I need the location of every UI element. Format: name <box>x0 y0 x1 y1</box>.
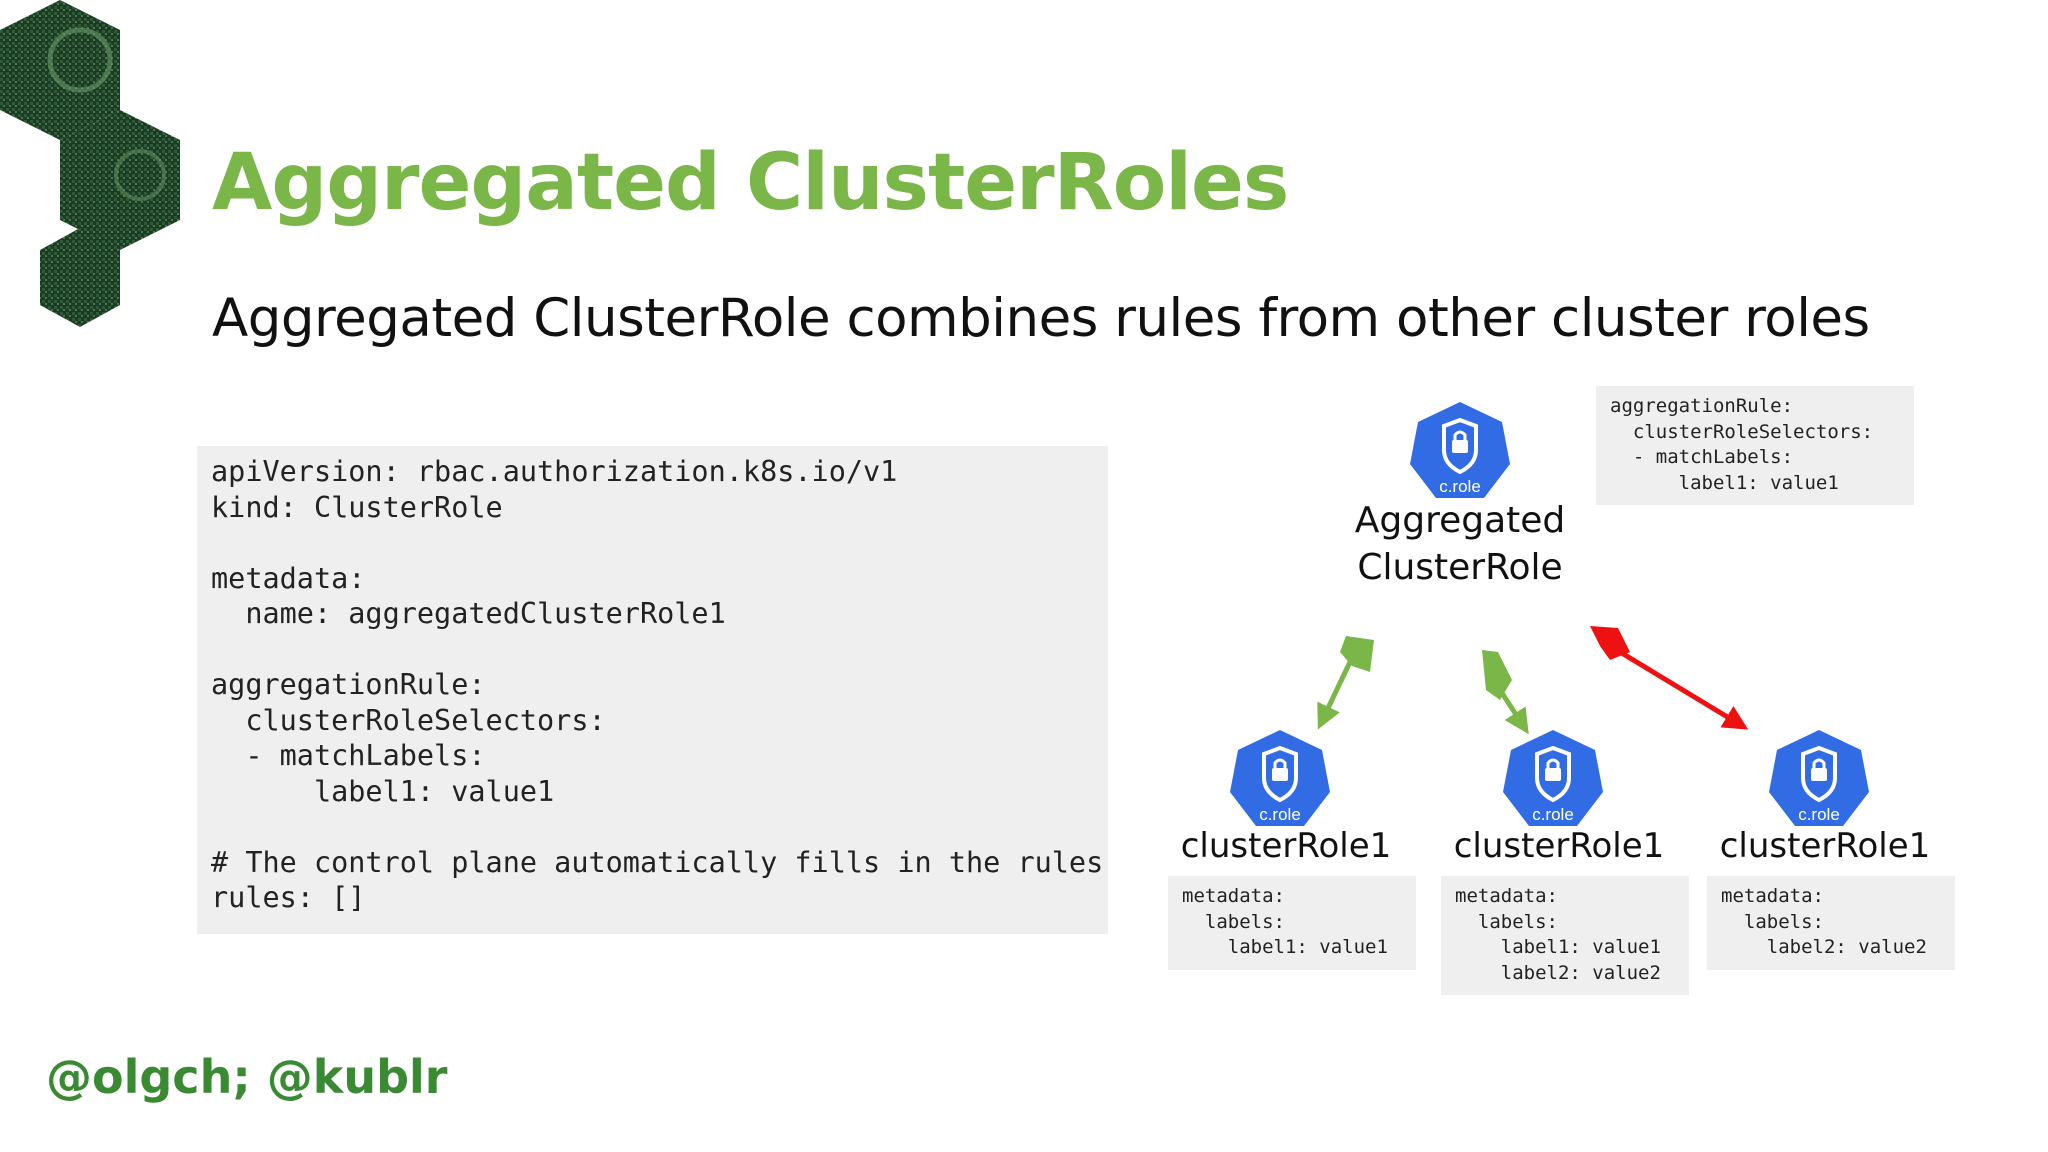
code-line <box>211 525 1108 561</box>
snippet-line: metadata: <box>1182 885 1285 907</box>
snippet-line: labels: <box>1721 910 1824 933</box>
snippet-line: label2: value2 <box>1721 936 1927 958</box>
aggregated-label-line1: Aggregated <box>1354 500 1566 541</box>
icon-caption: c.role <box>1532 805 1574 824</box>
slide-subtitle: Aggregated ClusterRole combines rules fr… <box>212 288 1870 349</box>
snippet-line: labels: <box>1182 910 1285 933</box>
author-handle: @olgch; @kublr <box>46 1050 448 1104</box>
snippet-line: - matchLabels: <box>1610 446 1794 468</box>
clusterrole-2-metadata: metadata: labels: label1: value1 label2:… <box>1441 876 1689 995</box>
clusterrole-3-label: clusterRole1 <box>1719 826 1931 866</box>
code-line: clusterRoleSelectors: <box>211 703 606 737</box>
code-line: aggregationRule: <box>211 668 486 701</box>
arrow-to-role-1 <box>1317 636 1374 730</box>
code-line: kind: ClusterRole <box>211 490 503 524</box>
clusterrole-1-icon: c.role <box>1226 726 1334 834</box>
snippet-line: clusterRoleSelectors: <box>1610 420 1874 443</box>
aggregated-clusterrole-label: Aggregated ClusterRole <box>1355 497 1566 591</box>
snippet-line: label1: value1 <box>1182 936 1388 958</box>
code-line: rules: [] <box>211 881 366 914</box>
slide-title: Aggregated ClusterRoles <box>212 138 1289 228</box>
arrow-to-role-3 <box>1590 626 1749 730</box>
code-line: apiVersion: rbac.authorization.k8s.io/v1 <box>211 455 898 488</box>
snippet-line: metadata: <box>1721 885 1824 907</box>
clusterrole-2-label: clusterRole1 <box>1453 826 1665 866</box>
snippet-line: label1: value1 <box>1610 471 1839 494</box>
snippet-line: labels: <box>1455 910 1558 933</box>
icon-caption: c.role <box>1439 477 1481 496</box>
clusterrole-2-icon: c.role <box>1499 726 1607 834</box>
code-line: metadata: <box>211 561 366 595</box>
snippet-line: metadata: <box>1455 885 1558 907</box>
code-line <box>211 632 1108 668</box>
clusterrole-1-label: clusterRole1 <box>1180 826 1392 866</box>
icon-caption: c.role <box>1798 805 1840 824</box>
hexagon-decoration <box>0 0 180 327</box>
code-line: - matchLabels: <box>211 739 486 772</box>
aggregated-clusterrole-icon: c.role <box>1406 398 1514 506</box>
yaml-code-block: apiVersion: rbac.authorization.k8s.io/v1… <box>197 446 1108 934</box>
snippet-line: aggregationRule: <box>1610 395 1794 417</box>
snippet-line: label1: value1 <box>1455 936 1661 958</box>
aggregation-rule-snippet: aggregationRule: clusterRoleSelectors: -… <box>1596 386 1914 505</box>
snippet-line: label2: value2 <box>1455 961 1661 984</box>
clusterrole-3-icon: c.role <box>1765 726 1873 834</box>
code-line: label1: value1 <box>211 774 555 808</box>
code-line: name: aggregatedClusterRole1 <box>211 597 726 630</box>
clusterrole-3-metadata: metadata: labels: label2: value2 <box>1707 876 1955 970</box>
arrow-to-role-2 <box>1482 650 1529 735</box>
aggregated-label-line2: ClusterRole <box>1357 547 1563 588</box>
icon-caption: c.role <box>1259 805 1301 824</box>
code-line: # The control plane automatically fills … <box>211 845 1104 879</box>
code-line <box>211 809 1108 845</box>
clusterrole-1-metadata: metadata: labels: label1: value1 <box>1168 876 1416 970</box>
